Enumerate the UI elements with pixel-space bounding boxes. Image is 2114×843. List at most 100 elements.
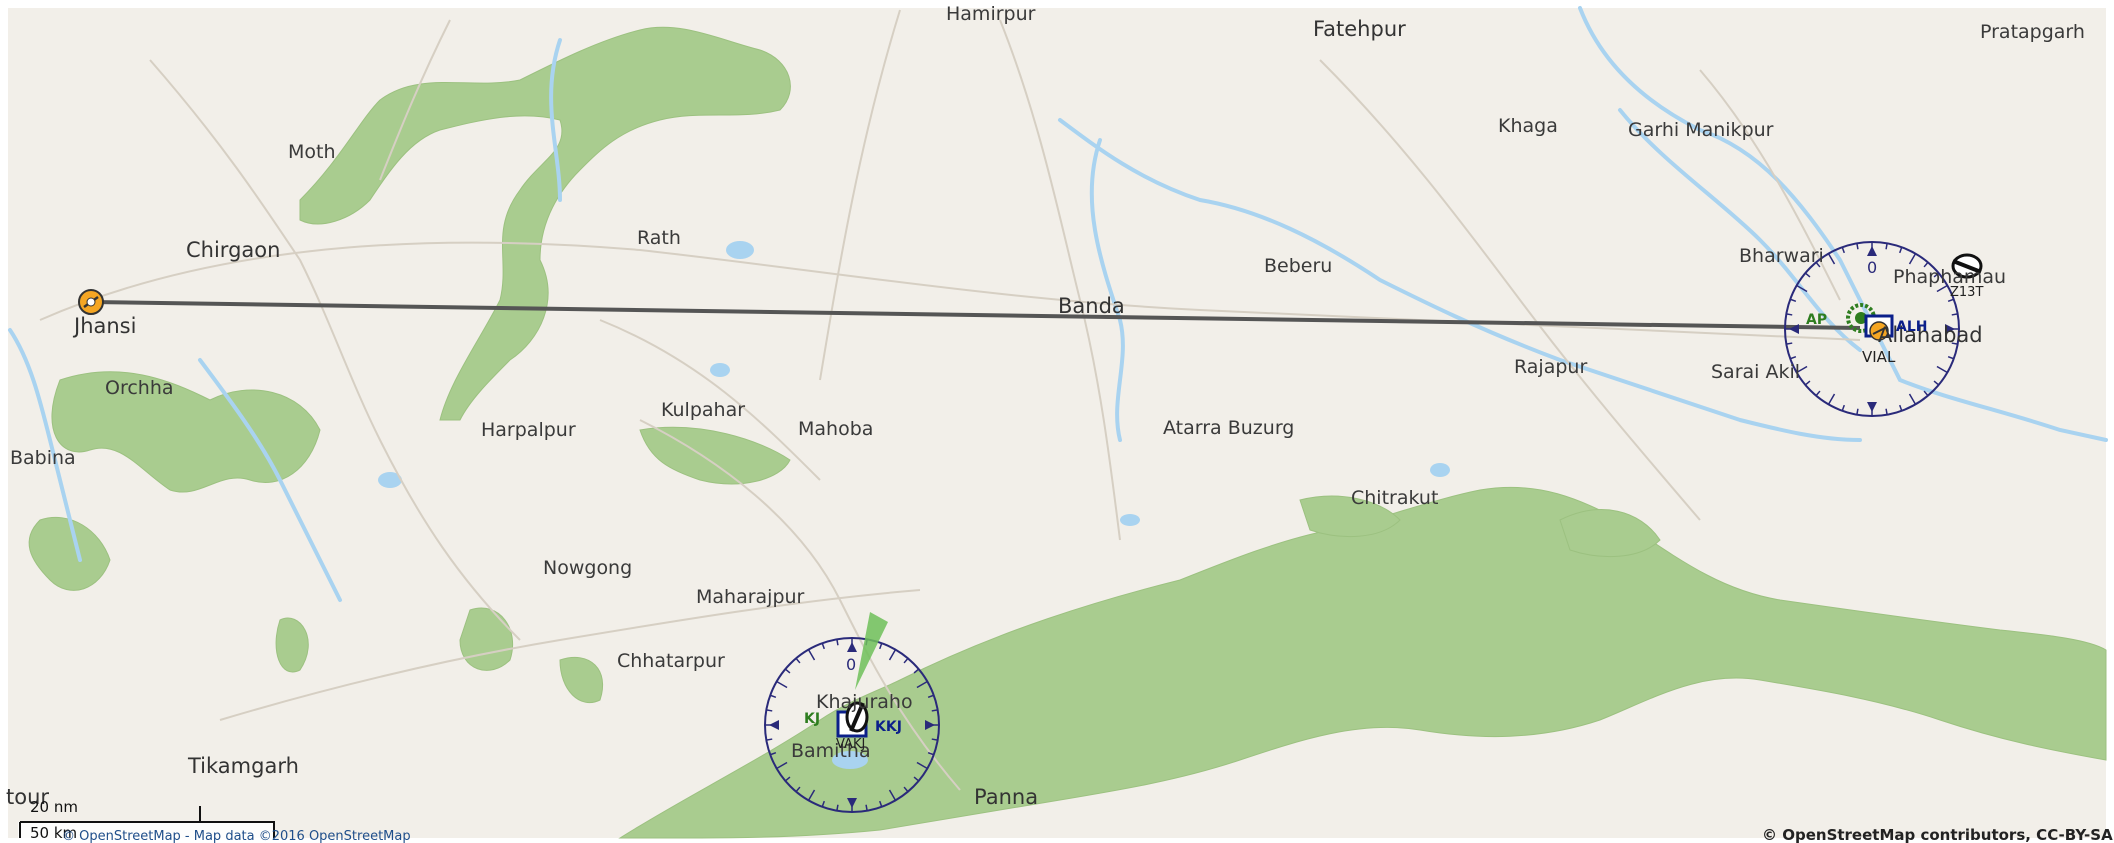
scale-km-label: 50 km [30, 824, 77, 842]
rose-west-marker [1789, 324, 1799, 334]
rose-tick [913, 668, 920, 674]
rose-east-marker-kkj [925, 720, 935, 730]
rose-tick [1908, 393, 1917, 405]
airport-jhansi-icon[interactable] [78, 289, 104, 315]
waypoint-z13t-icon[interactable] [1951, 253, 1983, 279]
label-atarra-buzurg: Atarra Buzurg [1163, 417, 1294, 439]
rose-tick [1804, 380, 1811, 386]
rose-tick [1804, 272, 1811, 278]
rose-tick [1933, 380, 1940, 386]
label-jhansi: Jhansi [72, 314, 136, 338]
rose-tick [836, 804, 839, 811]
label-chirgaon: Chirgaon [186, 238, 280, 262]
label-chitrakut: Chitrakut [1351, 487, 1438, 509]
rose-tick [1796, 365, 1808, 374]
rose-tick [927, 694, 935, 699]
rose-tick [1856, 408, 1859, 415]
label-waypoint-z13t: Z13T [1950, 285, 1983, 300]
label-bharwari: Bharwari [1739, 245, 1824, 267]
nav-labels: AP ALH VIAL Z13T 0 KJ KKJ VAKJ 0 [804, 258, 1983, 752]
airport-vakj-icon[interactable] [845, 701, 869, 733]
label-rajapur: Rajapur [1514, 356, 1587, 378]
rose-tick [1841, 404, 1846, 412]
rose-tick [865, 804, 868, 811]
label-kulpahar: Kulpahar [661, 399, 745, 421]
rose-tick [1789, 298, 1797, 303]
rose-tick [1898, 404, 1903, 412]
label-maharajpur: Maharajpur [696, 586, 805, 608]
rose-tick [1936, 365, 1948, 374]
rose-tick [1908, 253, 1917, 265]
label-moth: Moth [288, 141, 336, 163]
rose-tick [776, 761, 788, 770]
label-babina: Babina [10, 447, 76, 469]
rose-tick [769, 694, 777, 699]
label-nowgong: Nowgong [543, 557, 632, 579]
water-layer [8, 6, 2108, 602]
airport-vial-icon[interactable] [1869, 321, 1889, 341]
label-allahabad: Allahabad [1878, 323, 1983, 347]
rose-tick [916, 680, 928, 689]
rose-tick [769, 751, 777, 756]
rose-east-marker [1945, 324, 1955, 334]
attribution-right[interactable]: © OpenStreetMap contributors, CC-BY-SA [1762, 826, 2113, 843]
rose-tick [766, 738, 773, 741]
rose-tick [1815, 261, 1821, 268]
rose-tick [1885, 243, 1888, 250]
rose-tick [1786, 313, 1793, 316]
label-vor-kkj: KKJ [875, 719, 902, 735]
rose-tick [1885, 408, 1888, 415]
wind-indicator [855, 612, 888, 690]
scale-bar: 20 nm 50 km [18, 798, 275, 842]
rose-tick [888, 789, 897, 801]
rose-north-marker [1867, 246, 1877, 256]
label-khaga: Khaga [1498, 115, 1558, 137]
rose-tick [903, 786, 909, 793]
rose-tick [913, 776, 920, 782]
label-hamirpur: Hamirpur [946, 3, 1036, 25]
rose-tick [795, 786, 801, 793]
rose-south-marker [1867, 402, 1877, 412]
rose-north-label-allahabad: 0 [1867, 258, 1877, 277]
label-tikamgarh: Tikamgarh [187, 754, 299, 778]
rose-tick [1951, 313, 1958, 316]
rose-tick [931, 738, 938, 741]
label-vor-alh: ALH [1896, 319, 1927, 335]
rose-north-label-khajuraho: 0 [846, 655, 856, 674]
label-garhi-manikpur: Garhi Manikpur [1628, 119, 1774, 141]
label-airport-vial: VIAL [1862, 348, 1896, 366]
label-phaphamau: Phaphamau [1893, 266, 2006, 288]
label-banda: Banda [1058, 294, 1125, 318]
rose-west-marker-kkj [769, 720, 779, 730]
rose-south-marker-kkj [847, 798, 857, 808]
rose-tick [903, 657, 909, 664]
rose-tick [878, 800, 883, 808]
rose-tick [1789, 355, 1797, 360]
label-bamitha: Bamitha [791, 740, 871, 762]
label-sarai-akil: Sarai Akil [1711, 361, 1800, 383]
forest-layer [28, 26, 2107, 839]
label-beberu: Beberu [1264, 255, 1332, 277]
rose-tick [1947, 355, 1955, 360]
rose-tick [916, 761, 928, 770]
label-harpalpur: Harpalpur [481, 419, 576, 441]
compass-rose-khajuraho [764, 612, 940, 813]
rose-tick [795, 657, 801, 664]
label-airport-vakj: VAKJ [836, 737, 865, 752]
rose-tick [1936, 284, 1948, 293]
lakes [378, 241, 1450, 769]
rose-tick [821, 642, 826, 650]
label-chhatarpur: Chhatarpur [617, 650, 725, 672]
label-panna: Panna [974, 785, 1038, 809]
place-labels: Hamirpur Fatehpur Pratapgarh Moth Khaga … [6, 3, 2085, 809]
scale-nm-label: 20 nm [30, 798, 78, 816]
label-khajuraho: Khajuraho [816, 691, 913, 713]
label-mahoba: Mahoba [798, 418, 873, 440]
rose-tick [931, 709, 938, 712]
rose-tick [1796, 284, 1808, 293]
rose-tick [1856, 243, 1859, 250]
rose-tick [1933, 272, 1940, 278]
rose-tick [784, 668, 791, 674]
